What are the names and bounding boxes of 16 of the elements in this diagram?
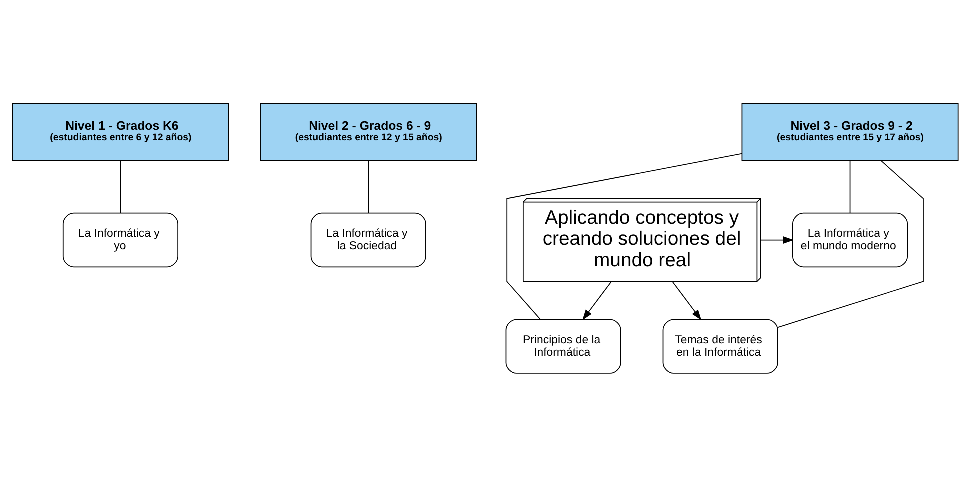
connector (368, 160, 370, 214)
node-box: Principios de la Informática (506, 319, 622, 374)
arrow (582, 281, 612, 320)
connector (506, 153, 743, 320)
node-box: Nivel 2 - Grados 6 - 9 (estudiantes entre 12 y 15 años) (260, 103, 478, 162)
node-box: La Informática y la Sociedad (310, 212, 426, 268)
node-box: La Informática y el mundo moderno (792, 212, 908, 268)
connector (120, 160, 122, 214)
arrow (760, 236, 794, 244)
node-box: La Informática y yo (62, 212, 178, 268)
connector (778, 160, 924, 328)
arrow (672, 281, 702, 320)
node-box: Temas de interés en la Informática (662, 319, 778, 374)
node-box: Nivel 3 - Grados 9 - 2 (estudiantes entre 15 y 17 años) (742, 103, 959, 162)
node-box: Nivel 1 - Grados K6 (estudiantes entre 6 y 12 años) (12, 103, 230, 162)
connector (850, 160, 851, 214)
